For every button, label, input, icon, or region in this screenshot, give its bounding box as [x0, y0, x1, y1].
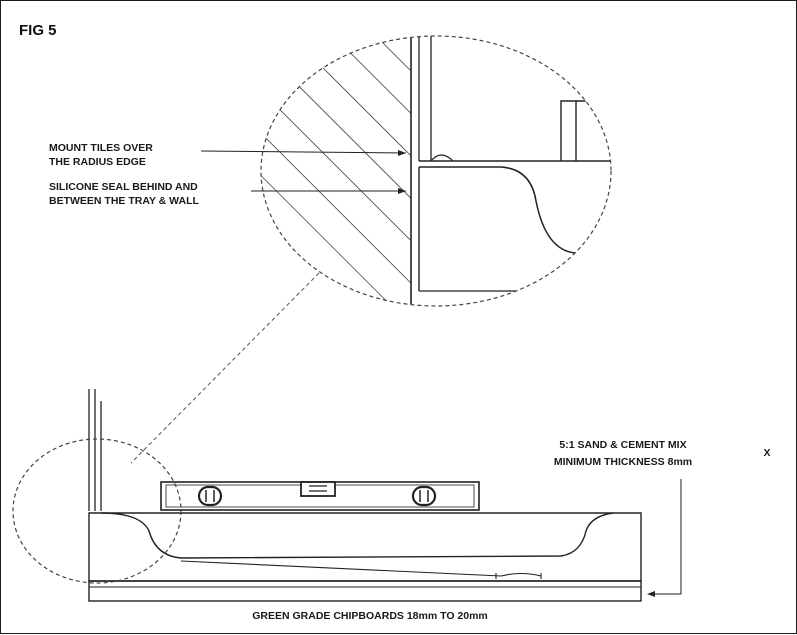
callout-sand-cement-line2: MINIMUM THICKNESS 8mm: [554, 456, 692, 468]
marker-x: X: [763, 447, 770, 459]
callout-sand-cement-line1: 5:1 SAND & CEMENT MIX: [559, 439, 686, 451]
tray-outline: [88, 512, 642, 582]
radius-edge: [430, 154, 454, 162]
callout-silicone-line2: BETWEEN THE TRAY & WALL: [49, 195, 200, 207]
callout-mount-tiles: MOUNT TILES OVER THE RADIUS EDGE: [49, 142, 407, 168]
tray-profile: [419, 166, 611, 254]
wall-hatch: [261, 36, 411, 306]
level-vial-left: [197, 485, 223, 507]
level-vial-center: [300, 481, 336, 497]
tray-basin: [100, 512, 614, 559]
tray-fall-line: [180, 560, 542, 577]
callout-mount-tiles-line1: MOUNT TILES OVER: [49, 142, 153, 154]
tray-section: [88, 389, 642, 602]
callout-mount-tiles-line2: THE RADIUS EDGE: [49, 156, 146, 168]
callout-silicone-seal: SILICONE SEAL BEHIND AND BETWEEN THE TRA…: [49, 181, 406, 207]
level-block: [560, 100, 577, 161]
detail-magnifier: [260, 35, 612, 307]
chipboard: [88, 580, 642, 602]
callout-mount-tiles-leader: [200, 150, 407, 154]
waste-outlet: [495, 573, 542, 579]
arrowhead: [398, 150, 406, 156]
figure-title: FIG 5: [19, 22, 57, 39]
callout-silicone-line1: SILICONE SEAL BEHIND AND: [49, 181, 198, 193]
detail-circle: [260, 35, 612, 307]
level-vial-right: [411, 485, 437, 507]
detail-connector: [130, 272, 320, 464]
chipboard-label: GREEN GRADE CHIPBOARDS 18mm TO 20mm: [252, 610, 488, 622]
arrowhead: [398, 188, 406, 194]
detail-source-circle: [12, 438, 182, 584]
callout-sand-cement-leader: [649, 479, 682, 595]
callout-sand-cement: 5:1 SAND & CEMENT MIX MINIMUM THICKNESS …: [554, 439, 771, 597]
arrowhead: [647, 591, 655, 597]
